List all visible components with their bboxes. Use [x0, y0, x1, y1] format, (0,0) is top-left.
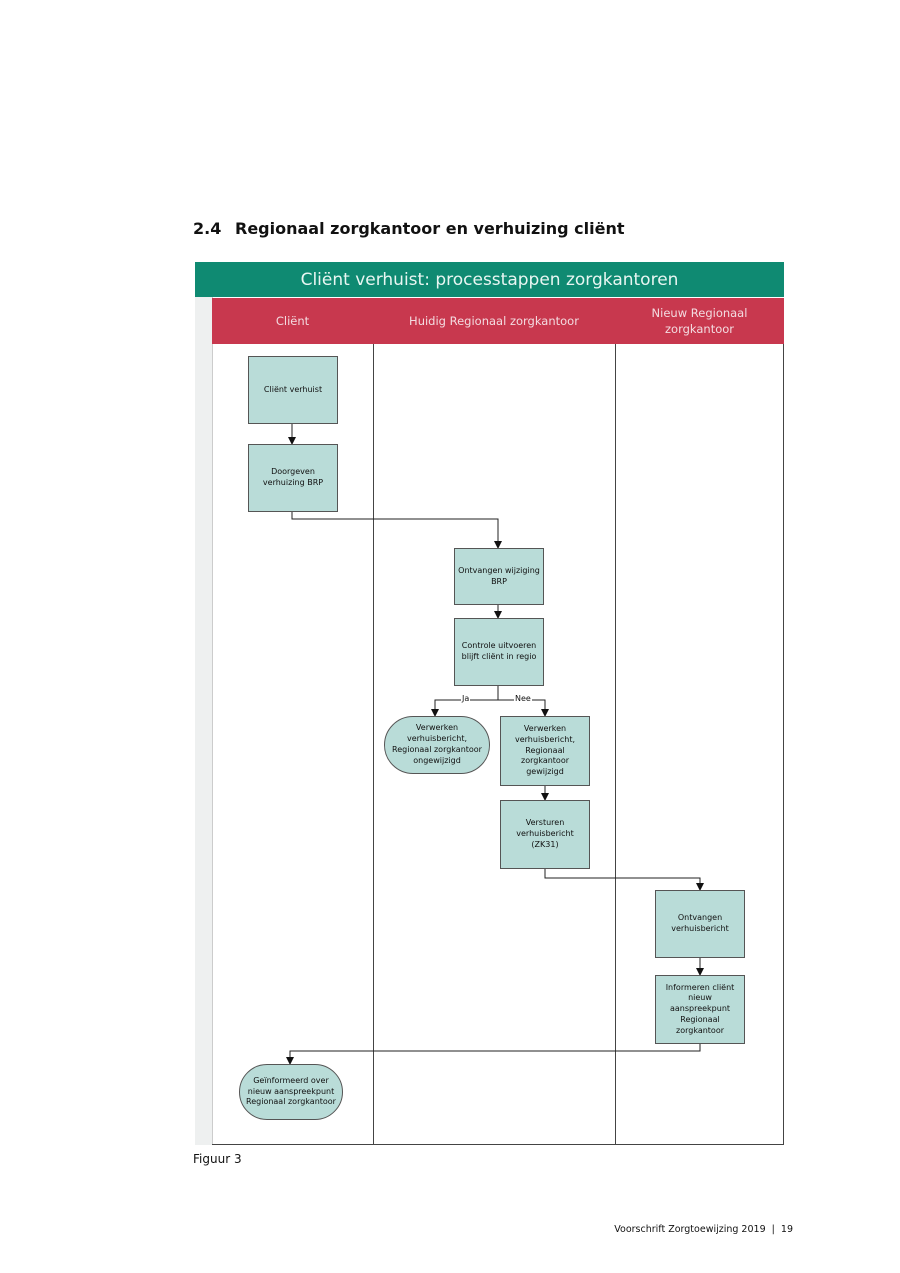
- branch-no-label: Nee: [514, 694, 532, 703]
- section-heading: 2.4 Regionaal zorgkantoor en verhuizing c…: [193, 219, 625, 238]
- arrow: [544, 869, 704, 891]
- end-process-unchanged: Verwerken verhuisbericht, Regionaal zorg…: [384, 716, 490, 774]
- lane-divider: [615, 344, 616, 1145]
- step-report-brp: Doorgeven verhuizing BRP: [248, 444, 338, 512]
- lane-header-new-office: Nieuw Regionaal zorgkantoor: [615, 298, 784, 344]
- step-check: Controle uitvoeren blijft cliënt in regi…: [454, 618, 544, 686]
- lane-header-current-office: Huidig Regionaal zorgkantoor: [373, 298, 616, 344]
- footer-doc-title: Voorschrift Zorgtoewijzing 2019: [614, 1224, 766, 1235]
- step-receive-message: Ontvangen verhuisbericht: [655, 890, 745, 958]
- section-title: Regionaal zorgkantoor en verhuizing clië…: [235, 219, 625, 238]
- page-footer: Voorschrift Zorgtoewijzing 2019 | 19: [614, 1224, 793, 1235]
- arrow: [291, 512, 502, 549]
- arrow: [286, 1044, 701, 1065]
- step-receive-change: Ontvangen wijziging BRP: [454, 548, 544, 605]
- lane-divider: [373, 344, 374, 1145]
- diagram-title: Cliënt verhuist: processtappen zorgkanto…: [195, 262, 784, 297]
- branch-yes-label: Ja: [461, 694, 471, 703]
- figure-caption: Figuur 3: [193, 1152, 242, 1166]
- lane-header-client: Cliënt: [212, 298, 374, 344]
- lane-strip: [195, 297, 213, 1145]
- diagram-bottom-border: [212, 1144, 784, 1145]
- page-number: 19: [780, 1224, 793, 1235]
- lane-border: [783, 344, 784, 1145]
- section-number: 2.4: [193, 219, 222, 238]
- end-client-informed: Geïnformeerd over nieuw aanspreekpunt Re…: [239, 1064, 343, 1120]
- connectors: [286, 424, 704, 1065]
- step-inform-client: Informeren cliënt nieuw aanspreekpunt Re…: [655, 975, 745, 1044]
- step-client-moves: Cliënt verhuist: [248, 356, 338, 424]
- step-send-message: Versturen verhuisbericht (ZK31): [500, 800, 590, 869]
- arrow-no: [498, 699, 549, 717]
- swimlane-diagram: Cliënt verhuist: processtappen zorgkanto…: [195, 262, 784, 1145]
- step-process-changed: Verwerken verhuisbericht, Regionaal zorg…: [500, 716, 590, 786]
